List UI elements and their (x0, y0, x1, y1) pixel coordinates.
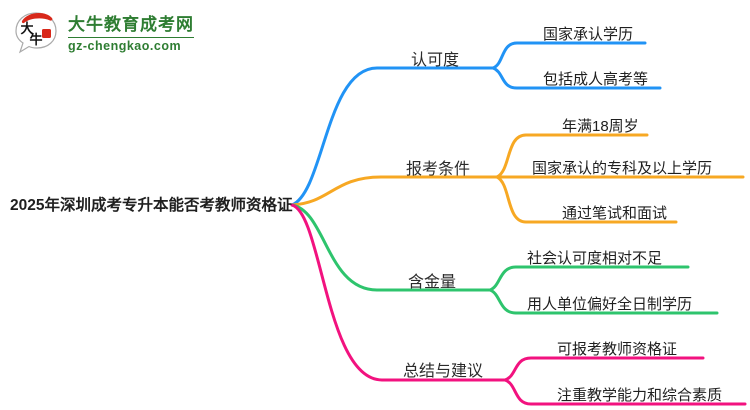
branch-2-child-3-line (495, 175, 678, 224)
branch-1-child-2-line (491, 66, 662, 90)
root-topic: 2025年深圳成考专升本能否考教师资格证 (10, 197, 293, 214)
branch-2-main-line (290, 175, 499, 207)
branch-recognition-lines (290, 41, 662, 207)
child-employers-prefer-fulltime: 用人单位偏好全日制学历 (527, 296, 693, 313)
branch-requirements-lines (290, 133, 745, 224)
branch-label-summary: 总结与建议 (402, 363, 483, 380)
child-age-18: 年满18周岁 (562, 118, 639, 135)
site-logo: 大 牛 大牛教育成考网 gz-chengkao.com (12, 9, 194, 59)
child-social-recognition-limited: 社会认可度相对不足 (527, 250, 663, 267)
branch-3-child-1-line (488, 265, 690, 292)
child-includes-adult-gaokao: 包括成人高考等 (543, 71, 649, 88)
child-focus-teaching-ability: 注重教学能力和综合素质 (557, 387, 723, 404)
logo-bull-icon: 大 牛 (12, 9, 60, 59)
branch-4-child-1-line (503, 356, 705, 382)
child-college-degree-or-above: 国家承认的专科及以上学历 (532, 160, 713, 177)
child-national-recognized-degree: 国家承认学历 (543, 26, 634, 43)
svg-text:牛: 牛 (29, 32, 42, 48)
branch-1-main-line (290, 66, 495, 207)
branch-3-child-2-line (488, 288, 719, 315)
child-pass-written-and-interview: 通过笔试和面试 (562, 205, 668, 222)
branch-label-requirements: 报考条件 (405, 161, 470, 178)
site-name: 大牛教育成考网 (68, 15, 194, 34)
site-domain: gz-chengkao.com (68, 37, 194, 54)
branch-value-lines (290, 203, 719, 315)
child-can-apply-teacher-cert: 可报考教师资格证 (557, 341, 678, 358)
branch-2-child-1-line (495, 133, 649, 179)
branch-label-recognition: 认可度 (410, 52, 459, 69)
branch-summary-lines (290, 203, 747, 406)
svg-text:大: 大 (20, 21, 33, 37)
logo-text-block: 大牛教育成考网 gz-chengkao.com (68, 14, 194, 54)
branch-1-child-1-line (491, 41, 647, 70)
branch-4-child-2-line (503, 378, 747, 406)
branch-3-main-line (290, 203, 492, 292)
branch-label-value: 含金量 (407, 274, 456, 291)
branch-4-main-line (290, 203, 507, 382)
